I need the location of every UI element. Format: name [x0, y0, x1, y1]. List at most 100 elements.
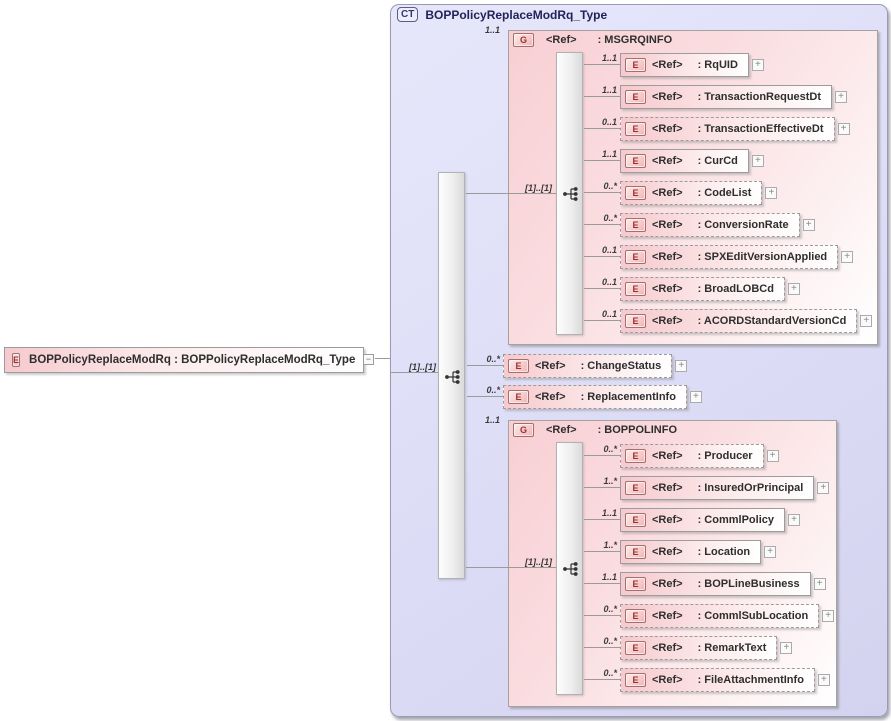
element-box[interactable]: E <Ref> : RqUID [620, 53, 749, 77]
complex-type-title: BOPPolicyReplaceModRq_Type [425, 7, 608, 22]
expand-icon[interactable]: + [802, 219, 815, 231]
expand-icon[interactable]: + [787, 514, 800, 526]
cardinality-label: 0..* [486, 385, 500, 395]
group-header-msgrqinfo[interactable]: G <Ref> : MSGRQINFO [513, 32, 672, 47]
cardinality-label: 1..* [603, 540, 617, 550]
cardinality-label: [1]..[1] [525, 183, 552, 193]
expand-icon[interactable]: + [841, 251, 854, 263]
sequence-icon[interactable] [562, 186, 580, 202]
element-box[interactable]: E <Ref> : ReplacementInfo [503, 385, 687, 409]
expand-icon[interactable]: + [766, 450, 779, 462]
group-icon: G [513, 32, 534, 47]
expand-icon[interactable]: + [835, 91, 848, 103]
element-row: 0..* E <Ref> : Producer + [584, 443, 779, 469]
element-box[interactable]: E <Ref> : Producer [620, 444, 764, 468]
ref-label: <Ref> [546, 423, 577, 436]
expand-icon[interactable]: + [675, 360, 688, 372]
element-icon: E [625, 154, 646, 168]
expand-icon[interactable]: + [751, 59, 764, 71]
element-icon: E [625, 449, 646, 463]
expand-icon[interactable]: + [817, 674, 830, 686]
element-row: 0..1 E <Ref> : ACORDStandardVersionCd + [584, 308, 873, 334]
sequence-icon[interactable] [562, 561, 580, 577]
group-header-boppolinfo[interactable]: G <Ref> : BOPPOLINFO [513, 422, 677, 437]
cardinality-label: 0..1 [601, 117, 617, 127]
element-icon: E [625, 545, 646, 559]
element-icon: E [508, 390, 529, 404]
element-box[interactable]: E <Ref> : ChangeStatus [503, 354, 673, 378]
ref-label: <Ref> [652, 450, 683, 462]
ref-label: <Ref> [652, 514, 683, 526]
element-row: 0..* E <Ref> : FileAttachmentInfo + [584, 667, 830, 693]
expand-icon[interactable]: + [689, 391, 702, 403]
cardinality-label: 0..* [603, 636, 617, 646]
connector-line: 1..1 [584, 507, 620, 533]
expand-icon[interactable]: + [764, 546, 777, 558]
element-icon: E [508, 359, 529, 373]
expand-icon[interactable]: + [837, 123, 850, 135]
element-icon: E [12, 353, 21, 367]
connector-line: 1..1 [584, 84, 620, 110]
connector-line: 0..1 [584, 244, 620, 270]
cardinality-label: 0..* [603, 444, 617, 454]
element-row: 1..1 E <Ref> : RqUID + [584, 52, 764, 78]
element-row: 0..* E <Ref> : RemarkText + [584, 635, 793, 661]
sequence-icon[interactable] [444, 369, 462, 385]
cardinality-label: 0..* [486, 354, 500, 364]
root-element-box[interactable]: E BOPPolicyReplaceModRq : BOPPolicyRepla… [4, 347, 364, 373]
expand-icon[interactable]: + [780, 642, 793, 654]
cardinality-label: 0..* [603, 181, 617, 191]
element-box[interactable]: E <Ref> : RemarkText [620, 636, 778, 660]
element-name: : Producer [697, 450, 753, 462]
expand-icon[interactable]: + [822, 610, 835, 622]
element-box[interactable]: E <Ref> : CodeList [620, 181, 763, 205]
ref-label: <Ref> [652, 315, 683, 327]
complex-type-header: CT BOPPolicyReplaceModRq_Type [397, 7, 607, 22]
expand-icon[interactable]: + [751, 155, 764, 167]
content-model-bar [438, 172, 465, 579]
connector-line: 0..* [584, 667, 620, 693]
expand-icon[interactable]: + [813, 578, 826, 590]
cardinality-label: 1..1 [601, 53, 617, 63]
cardinality-label: 0..* [603, 604, 617, 614]
element-icon: E [625, 314, 646, 328]
cardinality-label: 1..1 [484, 25, 500, 35]
expand-icon[interactable]: + [765, 187, 778, 199]
cardinality-label: 1..1 [484, 415, 500, 425]
connector-line: 0..* [584, 635, 620, 661]
element-row: 1..1 E <Ref> : CommlPolicy + [584, 507, 800, 533]
element-box[interactable]: E <Ref> : ACORDStandardVersionCd [620, 309, 858, 333]
element-box[interactable]: E <Ref> : BroadLOBCd [620, 277, 785, 301]
cardinality-label: 0..* [603, 213, 617, 223]
expand-icon[interactable]: + [860, 315, 873, 327]
element-box[interactable]: E <Ref> : SPXEditVersionApplied [620, 245, 839, 269]
element-icon: E [625, 577, 646, 591]
element-box[interactable]: E <Ref> : BOPLineBusiness [620, 572, 811, 596]
cardinality-label: 0..1 [601, 309, 617, 319]
ref-label: <Ref> [652, 610, 683, 622]
element-box[interactable]: E <Ref> : CommlSubLocation [620, 604, 820, 628]
ref-label: <Ref> [652, 546, 683, 558]
element-box[interactable]: E <Ref> : TransactionEffectiveDt [620, 117, 835, 141]
expand-icon[interactable]: + [787, 283, 800, 295]
cardinality-label: 0..* [603, 668, 617, 678]
element-box[interactable]: E <Ref> : FileAttachmentInfo [620, 668, 815, 692]
element-box[interactable]: E <Ref> : ConversionRate [620, 213, 800, 237]
element-box[interactable]: E <Ref> : CurCd [620, 149, 749, 173]
element-box[interactable]: E <Ref> : CommlPolicy [620, 508, 785, 532]
element-row: 1..1 E <Ref> : BOPLineBusiness + [584, 571, 826, 597]
element-box[interactable]: E <Ref> : TransactionRequestDt [620, 85, 833, 109]
cardinality-label: [1]..[1] [525, 557, 552, 567]
element-box[interactable]: E <Ref> : InsuredOrPrincipal [620, 476, 815, 500]
ref-label: <Ref> [652, 642, 683, 654]
expand-icon[interactable]: + [817, 482, 830, 494]
collapse-toggle[interactable]: − [363, 354, 374, 365]
ref-label: <Ref> [652, 251, 683, 263]
element-name: : ChangeStatus [580, 360, 662, 372]
connector-line: 1..1 [584, 52, 620, 78]
ref-label: <Ref> [652, 219, 683, 231]
element-name: : CommlSubLocation [697, 610, 809, 622]
cardinality-label: 0..1 [601, 277, 617, 287]
element-box[interactable]: E <Ref> : Location [620, 540, 762, 564]
element-icon: E [625, 58, 646, 72]
